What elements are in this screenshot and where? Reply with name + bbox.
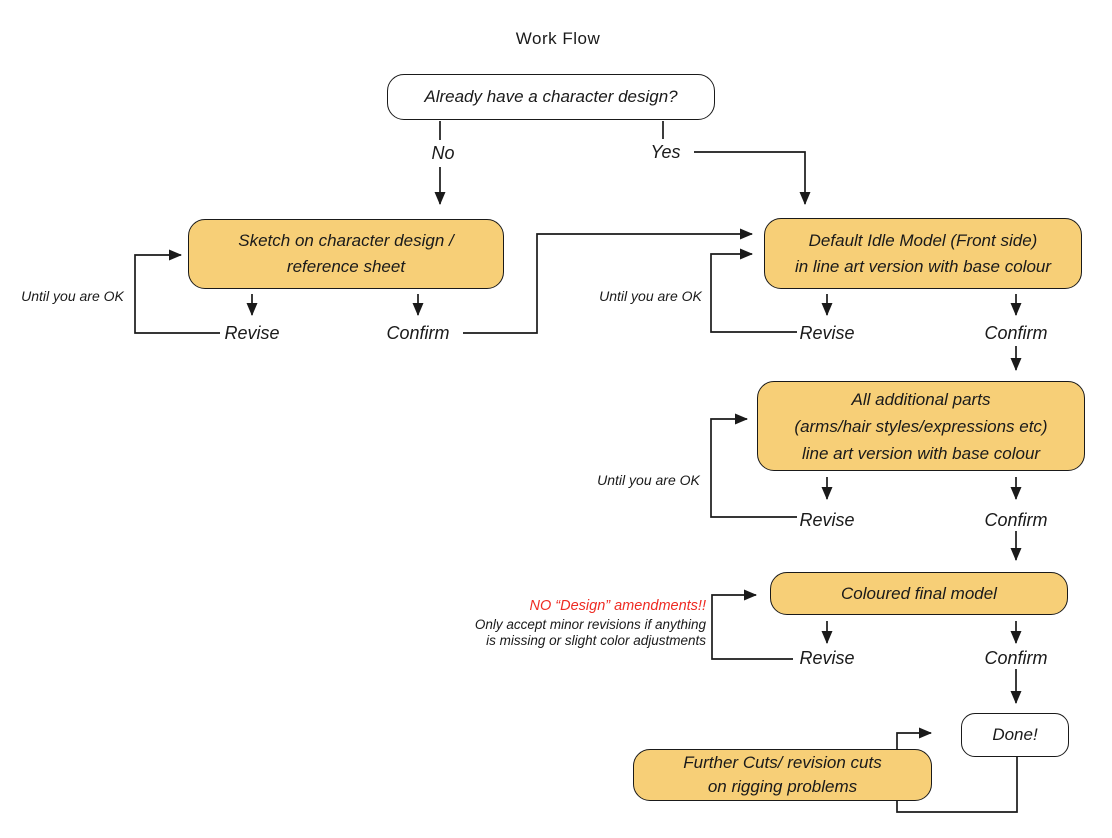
revise-label-final: Revise — [799, 648, 855, 668]
revise-label-sketch: Revise — [224, 323, 280, 343]
confirm-label-final: Confirm — [984, 648, 1048, 668]
branch-label-no: No — [431, 143, 455, 163]
until-ok-label-idle: Until you are OK — [599, 288, 702, 304]
edge-parts-loop-arrow — [710, 413, 797, 518]
edge-done-rigging-loop-arrow — [896, 727, 1018, 813]
edge-final-loop-arrow — [711, 589, 793, 660]
diagram-title: Work Flow — [515, 29, 601, 48]
edge-idle-loop-arrow — [710, 248, 797, 333]
node-sketch: Sketch on character design / reference s… — [188, 219, 504, 289]
confirm-label-sketch: Confirm — [386, 323, 450, 343]
edge-yes-elbow-arrow — [694, 151, 811, 205]
warning-text: NO “Design” amendments!! — [529, 598, 706, 614]
node-additional-parts: All additional parts (arms/hair styles/e… — [757, 381, 1085, 471]
node-further-cuts: Further Cuts/ revision cuts on rigging p… — [633, 749, 932, 801]
revise-label-idle: Revise — [799, 323, 855, 343]
branch-label-yes: Yes — [650, 142, 681, 162]
node-question: Already have a character design? — [387, 74, 715, 120]
confirm-label-idle: Confirm — [984, 323, 1048, 343]
revise-label-parts: Revise — [799, 510, 855, 530]
warning-note-text: Only accept minor revisions if anything … — [474, 617, 706, 648]
node-done: Done! — [961, 713, 1069, 757]
node-default-idle: Default Idle Model (Front side) in line … — [764, 218, 1082, 289]
until-ok-label-sketch: Until you are OK — [21, 288, 124, 304]
confirm-label-parts: Confirm — [984, 510, 1048, 530]
edge-confirm-to-idle-arrow — [463, 228, 753, 334]
amendments-warning: NO “Design” amendments!! Only accept min… — [430, 597, 706, 649]
until-ok-label-parts: Until you are OK — [597, 472, 700, 488]
edge-sketch-loop-arrow — [134, 249, 220, 334]
node-coloured-final: Coloured final model — [770, 572, 1068, 615]
